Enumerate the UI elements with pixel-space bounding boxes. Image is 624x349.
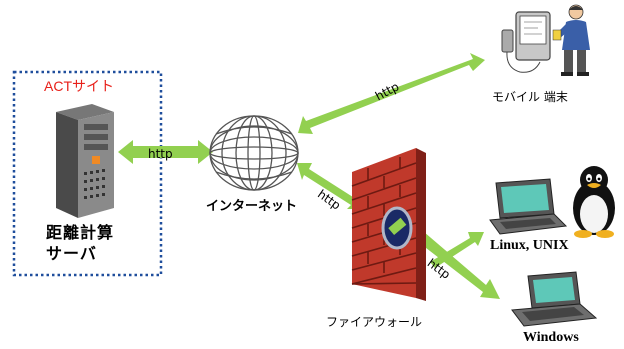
pda-icon [501, 11, 551, 73]
http-label-server: http [148, 147, 173, 161]
arrow-internet-mobile [298, 53, 485, 134]
person-icon [552, 4, 590, 76]
act-site-boundary [12, 70, 163, 277]
windows-label: Windows [523, 330, 579, 345]
arrow-server-internet [118, 140, 213, 164]
act-site-title: ACTサイト [44, 78, 114, 94]
tux-penguin-icon [573, 166, 615, 238]
arrow-firewall-internet [297, 163, 362, 209]
globe-icon [209, 115, 299, 191]
firewall-label: ファイアウォール [326, 315, 423, 329]
server-label-line2: サーバ [46, 244, 97, 263]
internet-label: インターネット [206, 199, 298, 214]
arrow-firewall-windows [404, 220, 500, 299]
server-label-line1: 距離計算 [46, 223, 115, 242]
server-icon [56, 104, 114, 218]
firewall-icon [351, 148, 426, 301]
server-label: 距離計算 サーバ [46, 222, 114, 264]
laptop-icon [489, 178, 568, 235]
laptop-icon [511, 271, 598, 327]
linux-unix-label: Linux, UNIX [490, 238, 569, 253]
mobile-terminal-label: モバイル 端末 [492, 90, 568, 104]
